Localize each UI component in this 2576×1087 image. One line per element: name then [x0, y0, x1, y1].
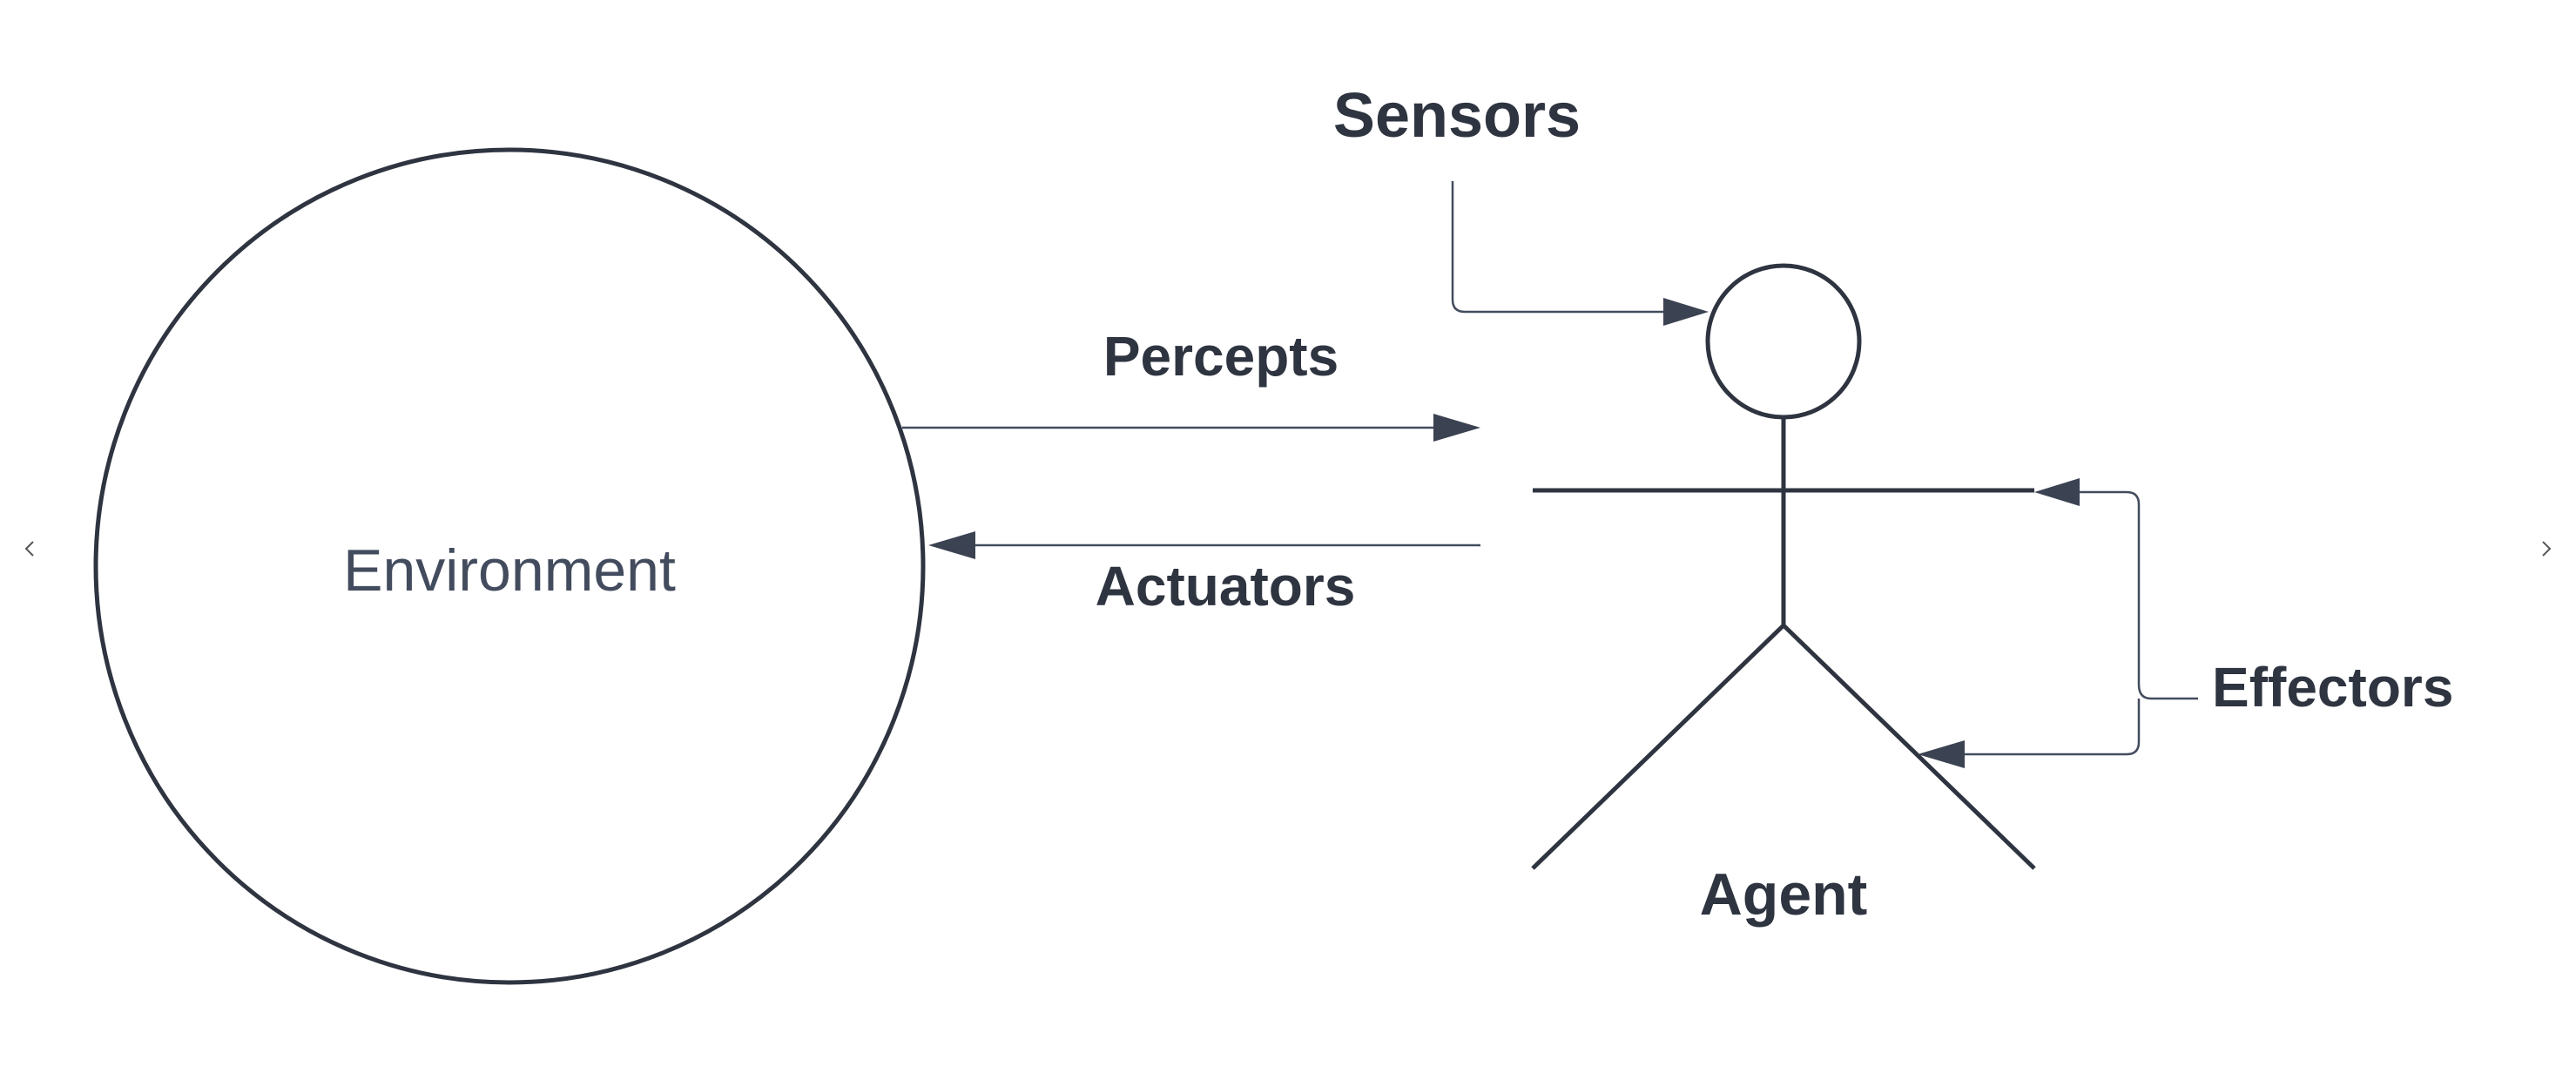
percepts-label: Percepts — [1103, 325, 1339, 388]
percepts-arrowhead — [1433, 414, 1480, 442]
sensors-arrowhead — [1663, 298, 1709, 326]
agent-figure — [1531, 263, 2036, 870]
agent-left-leg — [1531, 624, 1785, 870]
effectors-bracket-lower — [1965, 699, 2141, 756]
effectors-bracket-upper — [2078, 490, 2198, 700]
effectors-arms-arrowhead — [2034, 478, 2080, 506]
environment-label: Environment — [343, 537, 676, 604]
chevron-right-icon[interactable] — [2531, 533, 2562, 564]
effectors-leg-arrowhead — [1918, 740, 1965, 768]
actuators-label: Actuators — [1096, 555, 1356, 618]
actuators-arrowhead — [928, 531, 975, 559]
agent-head — [1705, 263, 1862, 420]
sensors-label: Sensors — [1333, 81, 1581, 151]
sensors-connector — [1451, 181, 1665, 314]
effectors-label: Effectors — [2212, 656, 2453, 719]
environment-circle — [93, 147, 926, 985]
agent-label: Agent — [1700, 861, 1868, 928]
chevron-left-icon[interactable] — [14, 533, 45, 564]
agent-right-leg — [1782, 624, 2036, 870]
